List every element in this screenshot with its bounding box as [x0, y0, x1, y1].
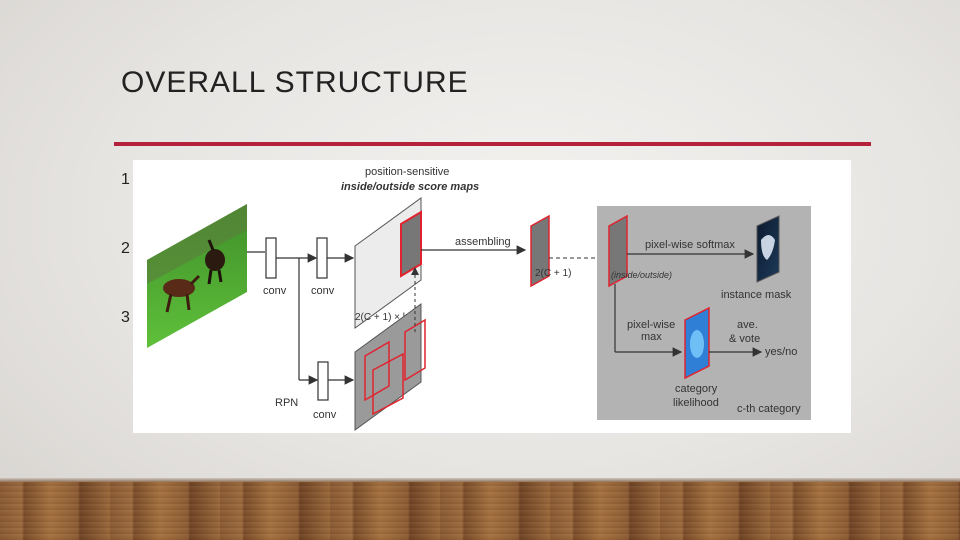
conv-block-1 — [265, 237, 277, 279]
roi-box-1 — [364, 340, 390, 402]
slide-title: OVERALL STRUCTURE — [121, 66, 469, 99]
pixel-wise-label: pixel-wise — [627, 319, 675, 331]
max-label: max — [641, 331, 662, 343]
inside-outside-map — [608, 214, 628, 288]
cth-category-label: c-th category — [737, 403, 801, 415]
horse-2 — [205, 249, 225, 271]
wooden-floor — [0, 482, 960, 540]
conv-block-2 — [316, 237, 328, 279]
score-maps-label: inside/outside score maps — [341, 181, 479, 193]
bullet-3: 3 — [121, 309, 130, 326]
yes-no-label: yes/no — [765, 346, 797, 358]
assembling-label: assembling — [455, 236, 511, 248]
roi-box-2 — [372, 352, 404, 416]
likelihood-label: likelihood — [673, 397, 719, 409]
score-map-region — [400, 210, 422, 278]
dims-small-label: 2(C + 1) — [535, 268, 571, 279]
input-image — [147, 204, 247, 348]
inside-outside-label: (inside/outside) — [611, 270, 672, 280]
floor-edge — [0, 478, 960, 484]
dims-large-label: 2(C + 1) × k² — [355, 312, 412, 323]
ave-label: ave. — [737, 319, 758, 331]
roi-box-3 — [404, 318, 426, 382]
title-underline — [114, 142, 871, 146]
rpn-conv-block — [317, 361, 329, 401]
conv-label-1: conv — [263, 285, 287, 297]
rpn-conv-label: conv — [313, 409, 337, 421]
conv-label-2: conv — [311, 285, 335, 297]
vote-label: & vote — [729, 333, 760, 345]
position-sensitive-label: position-sensitive — [365, 166, 449, 178]
bullet-1: 1 — [121, 171, 130, 188]
instance-mask-label: instance mask — [721, 289, 792, 301]
horse-1 — [163, 279, 195, 297]
category-label: category — [675, 383, 718, 395]
architecture-figure: conv conv RPN conv position-sensitive in… — [133, 160, 851, 433]
bullet-2: 2 — [121, 240, 130, 257]
softmax-label: pixel-wise softmax — [645, 239, 735, 251]
assembled-map — [530, 214, 550, 288]
architecture-diagram: conv conv RPN conv position-sensitive in… — [147, 166, 811, 431]
rpn-label: RPN — [275, 397, 298, 409]
